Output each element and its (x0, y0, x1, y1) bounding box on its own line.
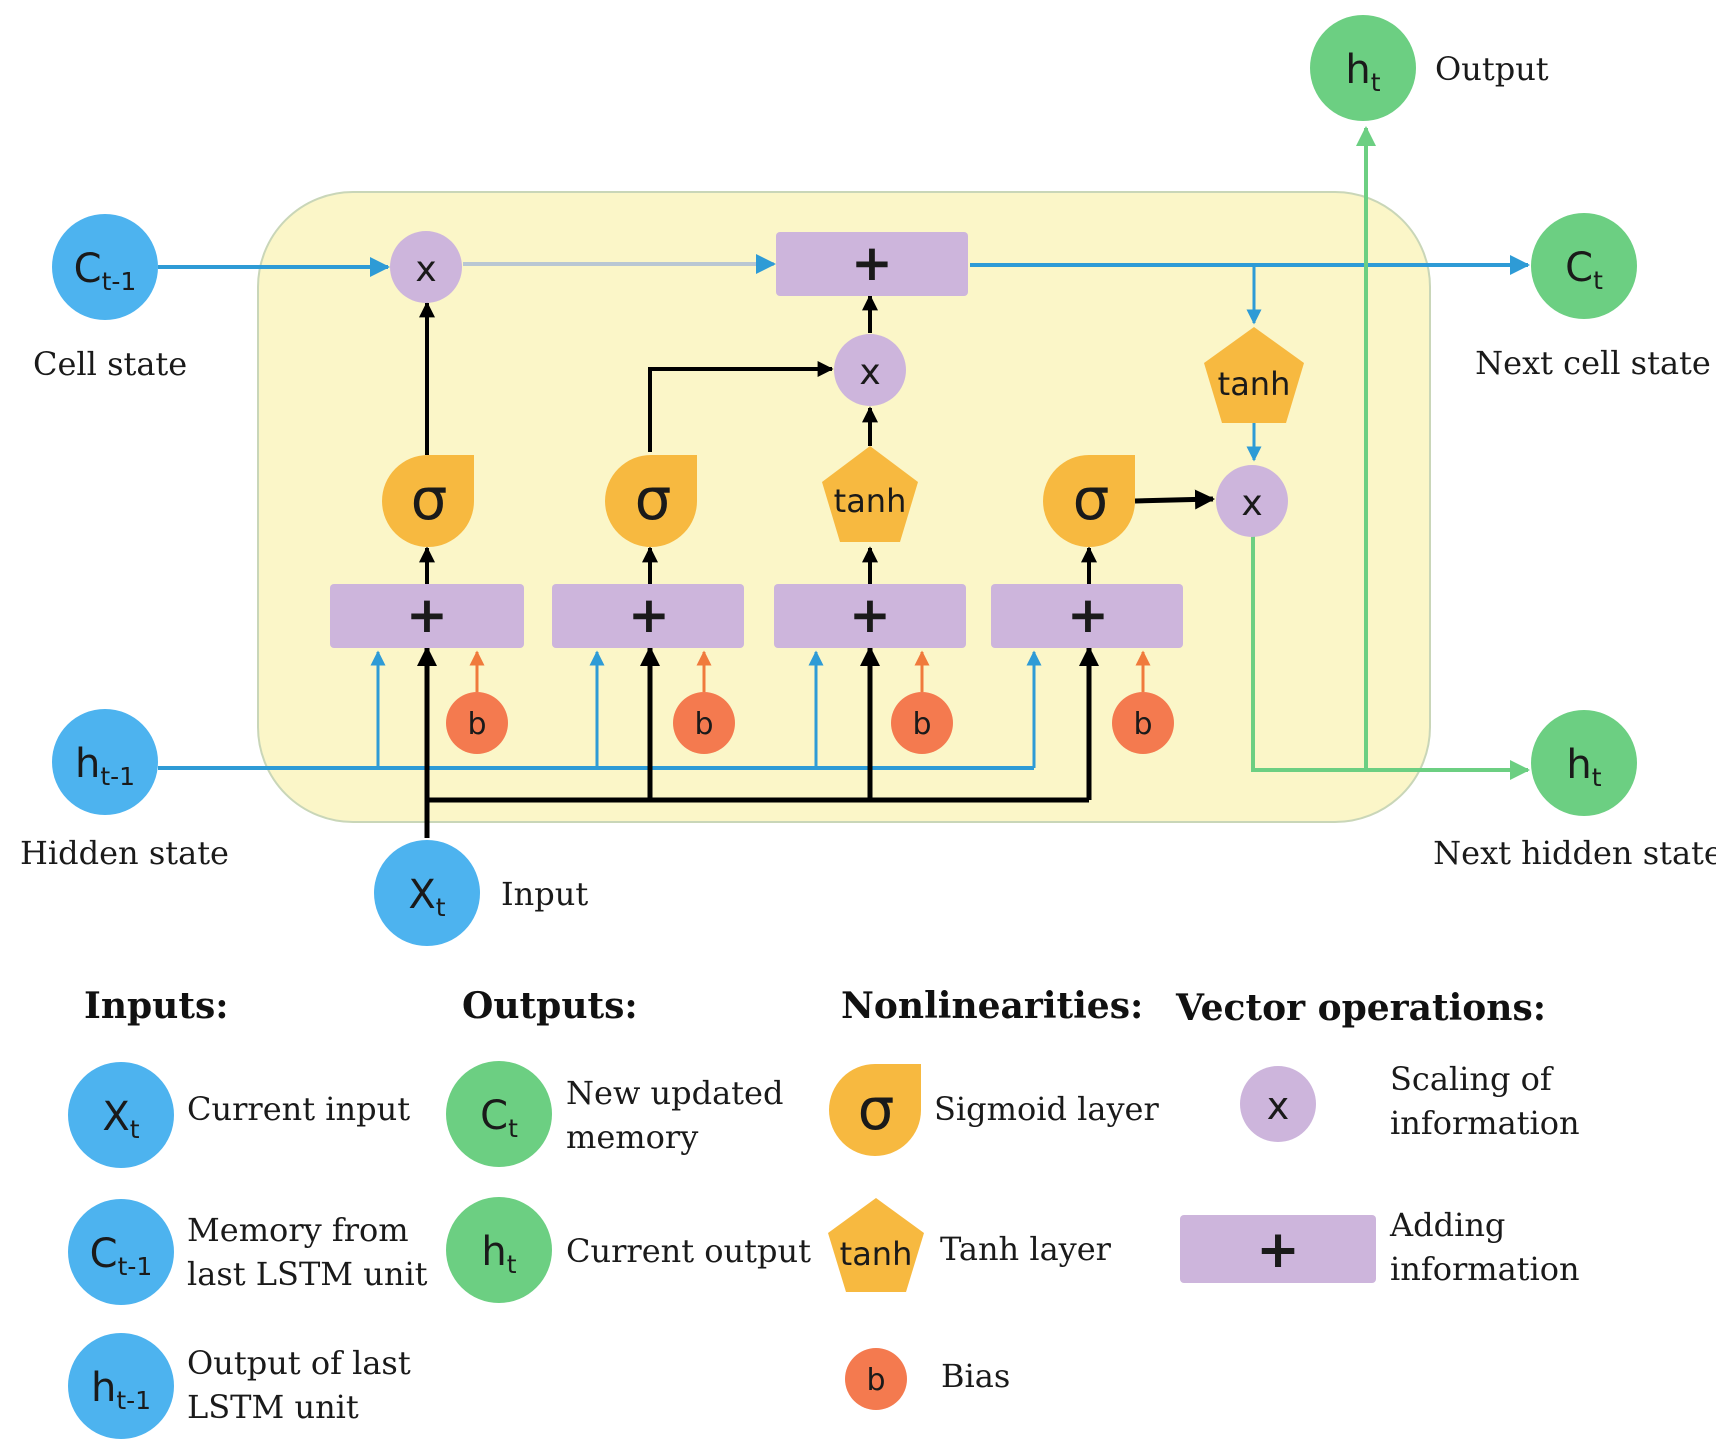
svg-text:x: x (1241, 483, 1262, 524)
legend-tanh-desc: Tanh layer (940, 1230, 1112, 1268)
svg-text:b: b (1133, 707, 1152, 742)
legend-vector-ops-header: Vector operations: (1175, 987, 1546, 1029)
legend-c-symbol: Ct (446, 1061, 552, 1167)
svg-text:b: b (912, 707, 931, 742)
output-label: Output (1435, 50, 1549, 88)
legend-inputs-header: Inputs: (84, 985, 229, 1027)
cell-output-tanh: tanh (1204, 327, 1304, 423)
legend-sigmoid-desc: Sigmoid layer (934, 1090, 1159, 1128)
cell-state-label: Cell state (33, 345, 187, 383)
cell-state-prev-node: Ct-1 (52, 214, 158, 320)
mult3-to-next-hidden (1251, 536, 1530, 780)
legend-c-desc-line1: New updated (566, 1074, 783, 1112)
svg-text:ht: ht (1566, 742, 1601, 792)
legend-c-prev-desc-line2: last LSTM unit (187, 1255, 428, 1293)
output-gate-adder: + (991, 584, 1183, 648)
svg-text:x: x (415, 249, 436, 290)
legend-adding-symbol: + (1180, 1215, 1376, 1283)
bias-1: b (446, 692, 508, 754)
legend-scaling-desc-line2: information (1390, 1104, 1580, 1142)
input-gate-sigmoid: σ (605, 455, 698, 548)
legend-h-desc: Current output (566, 1232, 811, 1270)
candidate-tanh: tanh (822, 446, 918, 542)
svg-text:b: b (467, 707, 486, 742)
svg-text:Ct-1: Ct-1 (74, 246, 137, 296)
forget-multiply-op: x (390, 231, 462, 303)
sigma4-to-mult3 (1134, 489, 1215, 510)
legend-sigmoid-symbol: σ (829, 1064, 921, 1156)
input-label: Input (501, 875, 588, 913)
svg-text:tanh: tanh (840, 1235, 913, 1273)
sigma2-to-mult2 (648, 361, 834, 452)
legend-nonlinearities-header: Nonlinearities: (841, 985, 1143, 1027)
svg-text:+: + (1256, 1220, 1300, 1280)
bias-2: b (673, 692, 735, 754)
svg-text:ht-1: ht-1 (91, 1365, 151, 1415)
output-multiply-op: x (1216, 465, 1288, 537)
svg-text:+: + (851, 234, 893, 292)
svg-text:Xt: Xt (408, 872, 445, 922)
svg-text:b: b (866, 1363, 885, 1398)
output-gate-sigmoid: σ (1043, 455, 1136, 548)
svg-text:σ: σ (858, 1075, 895, 1143)
input-gate-adder: + (552, 584, 744, 648)
legend-adding-desc-line2: information (1390, 1250, 1580, 1288)
legend-bias-desc: Bias (941, 1357, 1010, 1395)
input-multiply-op: x (834, 334, 906, 406)
svg-text:+: + (628, 586, 670, 644)
next-hidden-state-label: Next hidden state (1433, 834, 1716, 872)
svg-text:Ct: Ct (1565, 245, 1603, 295)
svg-text:+: + (1067, 586, 1109, 644)
next-cell-state-label: Next cell state (1475, 344, 1711, 382)
legend-adding-desc-line1: Adding (1389, 1206, 1505, 1244)
cell-state-next-node: Ct (1531, 213, 1637, 319)
legend-c-prev-desc-line1: Memory from (187, 1211, 409, 1249)
svg-text:+: + (849, 586, 891, 644)
legend-x-desc: Current input (187, 1090, 410, 1128)
bias-3: b (891, 692, 953, 754)
legend-c-prev-symbol: Ct-1 (68, 1199, 174, 1305)
legend-h-symbol: ht (446, 1197, 552, 1303)
svg-text:b: b (694, 707, 713, 742)
legend-scaling-desc-line1: Scaling of (1390, 1060, 1554, 1098)
legend-c-desc-line2: memory (566, 1118, 698, 1156)
cell-state-add-op: + (776, 232, 968, 296)
legend-x-symbol: Xt (68, 1062, 174, 1168)
legend-h-prev-desc-line1: Output of last (187, 1344, 411, 1382)
legend-h-prev-symbol: ht-1 (68, 1333, 174, 1439)
hidden-state-prev-node: ht-1 (52, 709, 158, 815)
output-node: ht (1310, 15, 1416, 121)
legend-scaling-symbol: x (1240, 1066, 1316, 1142)
hidden-state-next-node: ht (1531, 710, 1637, 816)
bias-4: b (1112, 692, 1174, 754)
svg-text:x: x (1267, 1084, 1290, 1128)
svg-text:σ: σ (635, 465, 672, 533)
hidden-state-label: Hidden state (20, 834, 229, 872)
svg-text:Ct: Ct (480, 1093, 518, 1143)
svg-text:Ct-1: Ct-1 (90, 1231, 153, 1281)
svg-text:x: x (859, 352, 880, 393)
svg-text:ht-1: ht-1 (75, 741, 135, 791)
legend-bias-symbol: b (845, 1348, 907, 1410)
legend-outputs-header: Outputs: (462, 985, 638, 1027)
svg-text:tanh: tanh (1218, 365, 1291, 403)
svg-text:ht: ht (1345, 47, 1380, 97)
legend-h-prev-desc-line2: LSTM unit (187, 1388, 359, 1426)
forget-gate-adder: + (330, 584, 524, 648)
forget-gate-sigmoid: σ (382, 455, 475, 548)
svg-text:σ: σ (411, 465, 448, 533)
svg-text:+: + (406, 586, 448, 644)
svg-text:tanh: tanh (834, 482, 907, 520)
legend-tanh-symbol: tanh (828, 1198, 924, 1292)
svg-text:σ: σ (1073, 465, 1110, 533)
svg-text:Xt: Xt (102, 1094, 139, 1144)
input-node: Xt (374, 840, 480, 946)
candidate-adder: + (774, 584, 966, 648)
svg-text:ht: ht (481, 1229, 516, 1279)
